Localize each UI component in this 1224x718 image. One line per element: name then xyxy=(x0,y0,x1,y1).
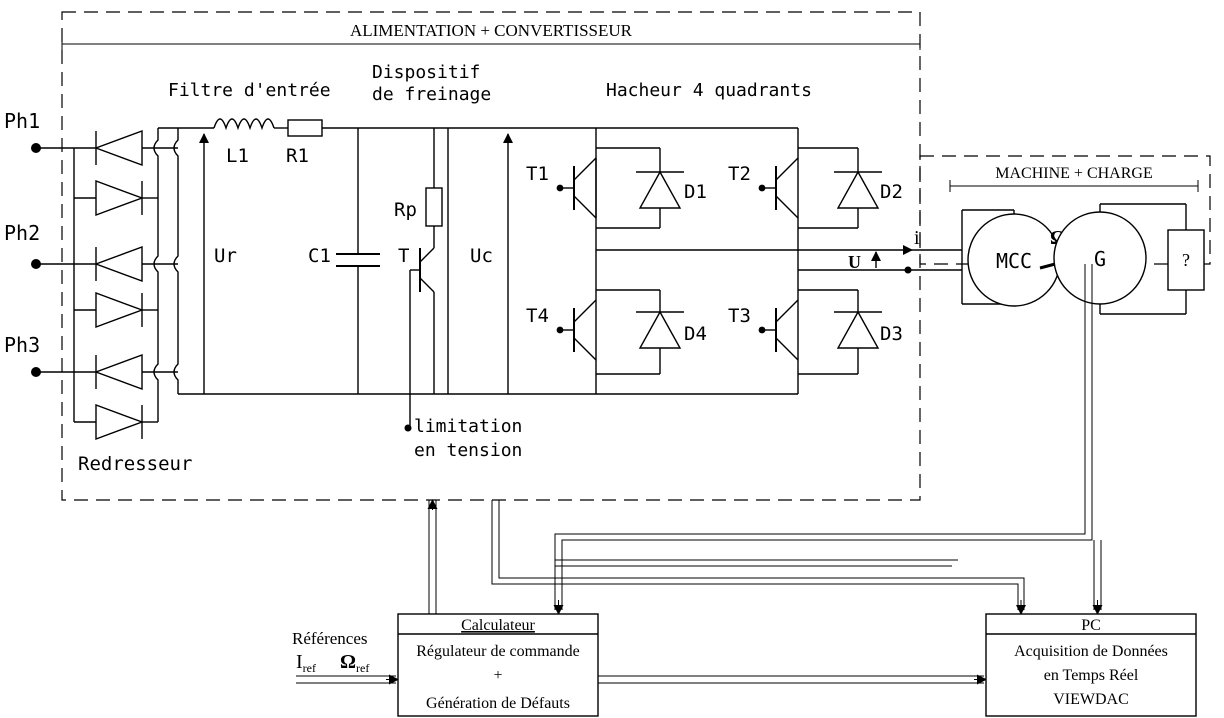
rectifier-diode xyxy=(95,292,143,328)
uc-label: Uc xyxy=(470,245,493,267)
rp-label: Rp xyxy=(394,199,417,221)
input-filter-label: Filtre d'entrée xyxy=(168,80,331,101)
braking-label-2: de freinage xyxy=(372,84,491,105)
calculator-line-3: Génération de Défauts xyxy=(426,695,570,712)
r1-label: R1 xyxy=(286,145,309,167)
d1-label: D1 xyxy=(684,181,707,203)
ur-label: Ur xyxy=(214,245,237,267)
supply-converter-title: ALIMENTATION + CONVERTISSEUR xyxy=(350,21,633,40)
iref-label: Iref xyxy=(296,651,316,675)
voltage-label: U xyxy=(848,252,861,272)
inductor-l1 xyxy=(213,118,275,131)
current-label: i xyxy=(914,227,920,249)
diode-d2 xyxy=(833,171,883,209)
calculator-box: Calculateur Régulateur de commande + Gén… xyxy=(397,613,599,717)
pc-line-2: en Temps Réel xyxy=(1044,667,1139,684)
calculator-line-2: + xyxy=(493,667,502,684)
l1-label: L1 xyxy=(226,145,249,167)
d3-label: D3 xyxy=(880,323,903,345)
generator-label: G xyxy=(1094,247,1106,271)
chopper-label: Hacheur 4 quadrants xyxy=(606,80,812,101)
transistor-t1 xyxy=(555,157,597,219)
t4-label: T4 xyxy=(526,305,549,327)
calculator-line-1: Régulateur de commande xyxy=(416,643,580,660)
load-label: ? xyxy=(1182,250,1190,270)
load-box xyxy=(1167,229,1205,291)
pc-box: PC Acquisition de Données en Temps Réel … xyxy=(985,613,1197,717)
pc-line-3: VIEWDAC xyxy=(1053,691,1129,708)
references-title: Références xyxy=(292,629,368,648)
diode-d3 xyxy=(833,311,883,349)
d4-label: D4 xyxy=(684,323,707,345)
voltage-limit-label-1: limitation xyxy=(414,416,522,437)
phase-label-1: Ph1 xyxy=(4,109,40,133)
diode-d1 xyxy=(635,171,685,209)
c1-label: C1 xyxy=(308,245,331,267)
phase-label-2: Ph2 xyxy=(4,221,40,245)
machine-load-title: MACHINE + CHARGE xyxy=(995,165,1152,182)
d2-label: D2 xyxy=(880,181,903,203)
rectifier-diode xyxy=(95,180,143,216)
rectifier-label: Redresseur xyxy=(78,453,192,475)
transistor-t2 xyxy=(757,157,799,219)
voltage-limit-label-2: en tension xyxy=(414,440,522,461)
phase-inputs: Ph1 Ph2 Ph3 xyxy=(4,109,96,377)
machine-load-frame xyxy=(919,155,1211,265)
transistor-t3 xyxy=(757,299,799,361)
rectifier-diode xyxy=(95,130,143,166)
pc-line-1: Acquisition de Données xyxy=(1014,643,1168,660)
t1-label: T1 xyxy=(526,163,549,185)
transistor-t4 xyxy=(555,299,597,361)
resistor-r1 xyxy=(287,119,323,137)
wref-label: Ωref xyxy=(340,651,369,675)
t2-label: T2 xyxy=(728,163,751,185)
t-label: T xyxy=(398,245,409,267)
rectifier-bridge xyxy=(73,127,179,440)
signal-buses xyxy=(296,264,1103,685)
resistor-rp xyxy=(425,187,443,227)
rectifier-diode xyxy=(95,404,143,440)
t3-label: T3 xyxy=(728,305,751,327)
motor-label: MCC xyxy=(996,249,1032,273)
phase-label-3: Ph3 xyxy=(4,333,40,357)
rectifier-diode xyxy=(95,246,143,282)
braking-label-1: Dispositif xyxy=(372,62,480,83)
pc-title: PC xyxy=(1081,617,1101,634)
rectifier-diode xyxy=(95,354,143,390)
diode-d4 xyxy=(635,311,685,349)
calculator-title: Calculateur xyxy=(461,617,535,634)
